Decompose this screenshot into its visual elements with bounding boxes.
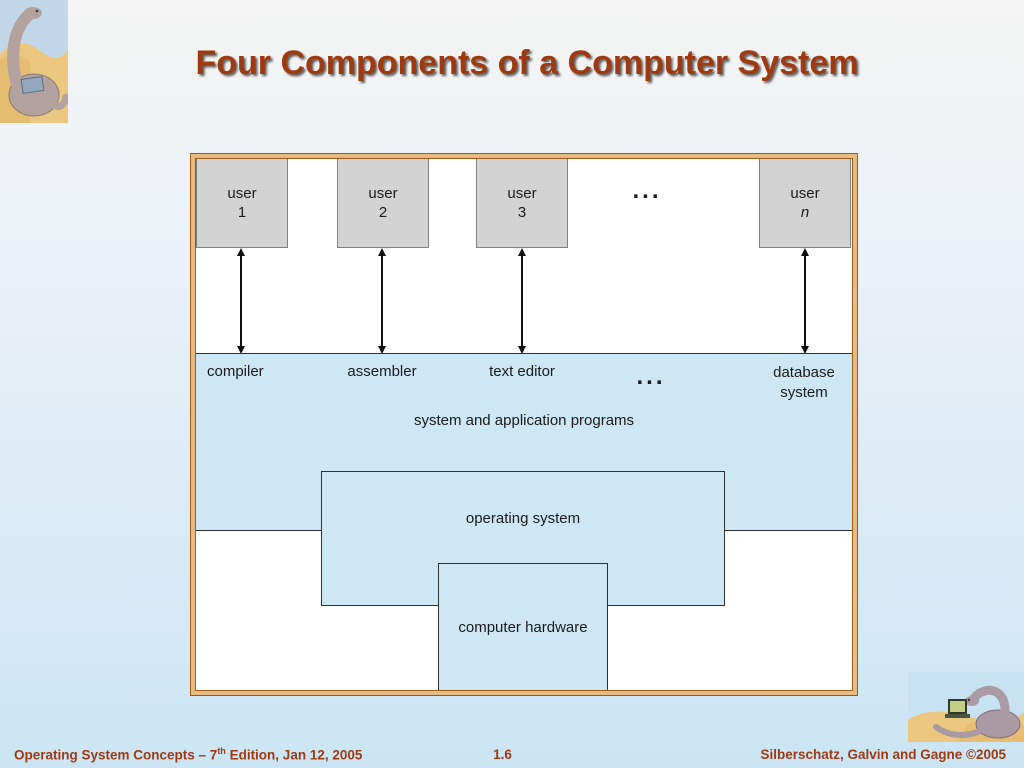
diagram-area: user 1 user 2 user 3 user n ... <box>196 159 852 690</box>
user-box-label: user <box>368 184 398 202</box>
user-box-n: user n <box>759 159 851 248</box>
user-box-label: user <box>507 184 537 202</box>
user-box-label: user <box>227 184 257 202</box>
dinosaur-reading-icon <box>0 0 68 123</box>
programs-ellipsis: ... <box>636 363 666 390</box>
user-box-number: 1 <box>237 204 247 221</box>
user-box-3: user 3 <box>476 159 568 248</box>
bidirectional-arrow <box>518 248 526 354</box>
slide-title: Four Components of a Computer System <box>195 44 859 82</box>
operating-system-label: operating system <box>465 510 581 527</box>
bidirectional-arrow <box>378 248 386 354</box>
users-ellipsis: ... <box>632 177 662 204</box>
user-box-number: 3 <box>517 204 527 221</box>
dinosaur-laptop-icon <box>908 672 1024 742</box>
label-assembler: assembler <box>347 363 417 380</box>
diagram-frame: user 1 user 2 user 3 user n ... <box>190 153 858 696</box>
user-box-2: user 2 <box>337 159 429 248</box>
user-box-1: user 1 <box>196 159 288 248</box>
computer-hardware-label: computer hardware <box>458 618 588 636</box>
page-number: 1.6 <box>493 747 512 762</box>
user-box-label: user <box>790 184 820 202</box>
bidirectional-arrow <box>801 248 809 354</box>
band-caption: system and application programs <box>413 412 635 429</box>
user-box-number: n <box>800 204 810 221</box>
computer-hardware-box: computer hardware <box>438 563 608 690</box>
user-box-number: 2 <box>378 204 388 221</box>
footer-authors: Silberschatz, Galvin and Gagne ©2005 <box>760 747 1006 762</box>
slide-footer: Operating System Concepts – 7th Edition,… <box>0 742 1024 768</box>
footer-book-title: Operating System Concepts – 7th Edition,… <box>14 745 363 763</box>
label-compiler: compiler <box>207 363 264 380</box>
label-database-system: database system <box>773 364 835 402</box>
bidirectional-arrow <box>237 248 245 354</box>
label-text-editor: text editor <box>489 363 555 380</box>
